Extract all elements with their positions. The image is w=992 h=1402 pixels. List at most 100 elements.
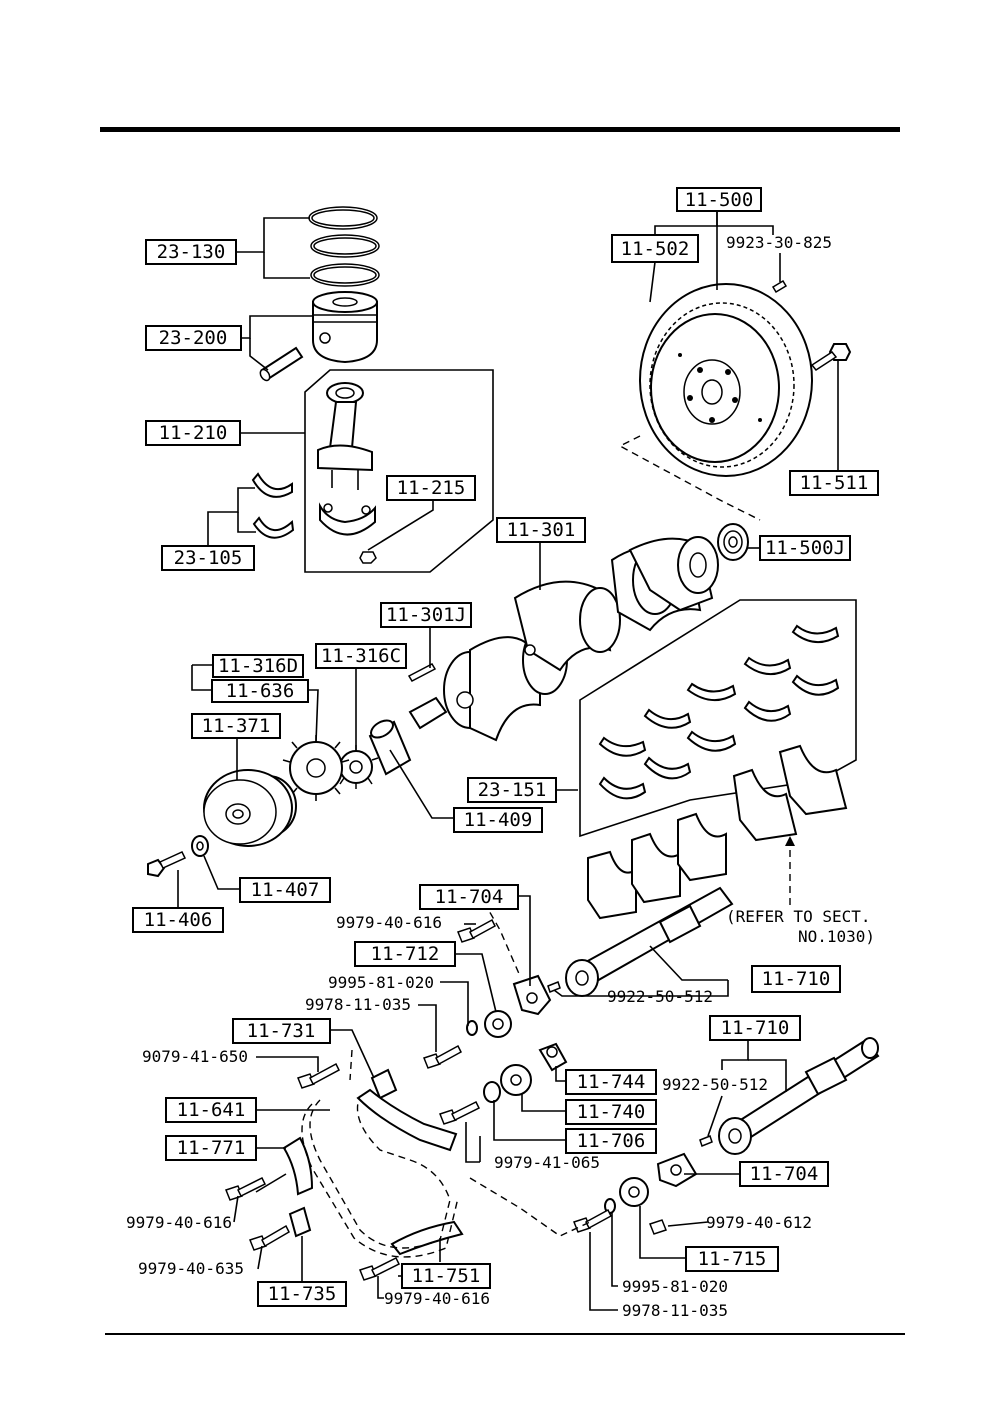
label-11-710a: 11-710 xyxy=(751,965,841,993)
label-11-210: 11-210 xyxy=(145,420,241,446)
svg-text:11-500J: 11-500J xyxy=(765,537,845,559)
label-11-641: 11-641 xyxy=(165,1097,257,1123)
pn-9979-40-616-b: 9979-40-616 xyxy=(126,1213,232,1232)
label-11-500J: 11-500J xyxy=(759,535,851,561)
conrod-bearings xyxy=(251,472,295,539)
piston-rings xyxy=(308,206,380,287)
pilot-bearing xyxy=(717,523,749,561)
crank-key xyxy=(407,663,437,682)
svg-text:11-316D: 11-316D xyxy=(218,655,298,677)
crankshaft xyxy=(408,536,719,742)
balance-shaft-lower xyxy=(718,1037,880,1155)
label-11-751: 11-751 xyxy=(401,1263,491,1289)
label-11-301J: 11-301J xyxy=(380,602,472,628)
label-11-731: 11-731 xyxy=(232,1018,331,1044)
svg-text:11-712: 11-712 xyxy=(371,943,440,965)
pn-9923-30-825: 9923-30-825 xyxy=(726,233,832,252)
label-11-316D: 11-316D xyxy=(212,654,304,678)
pn-9922-50-512-b: 9922-50-512 xyxy=(662,1075,768,1094)
flywheel xyxy=(639,283,813,477)
crank-sprocket-spacer xyxy=(368,719,412,776)
svg-text:11-715: 11-715 xyxy=(698,1248,767,1270)
label-11-715: 11-715 xyxy=(685,1246,779,1272)
svg-text:11-215: 11-215 xyxy=(397,477,466,499)
svg-text:11-710: 11-710 xyxy=(762,968,831,990)
svg-text:11-641: 11-641 xyxy=(177,1099,246,1121)
pn-9979-40-616-a: 9979-40-616 xyxy=(336,913,442,932)
svg-text:11-731: 11-731 xyxy=(247,1020,316,1042)
pulley-washer xyxy=(191,835,209,857)
svg-text:11-511: 11-511 xyxy=(800,472,869,494)
svg-text:23-151: 23-151 xyxy=(478,779,547,801)
label-11-316C: 11-316C xyxy=(315,643,407,669)
label-23-200: 23-200 xyxy=(145,325,242,351)
svg-text:11-710: 11-710 xyxy=(721,1017,790,1039)
label-23-130: 23-130 xyxy=(145,239,237,265)
label-11-215: 11-215 xyxy=(386,475,476,501)
balance-pins xyxy=(547,981,713,1147)
label-11-371: 11-371 xyxy=(191,713,281,739)
svg-text:11-301: 11-301 xyxy=(507,519,576,541)
label-11-704b: 11-704 xyxy=(739,1161,829,1187)
refer-note-line1: (REFER TO SECT. xyxy=(726,907,871,926)
flywheel-dowel xyxy=(771,279,788,294)
label-11-409: 11-409 xyxy=(453,807,543,833)
crank-sprocket-large xyxy=(282,735,350,801)
label-11-502: 11-502 xyxy=(611,234,699,263)
label-11-301: 11-301 xyxy=(496,517,586,543)
bottom-rule xyxy=(105,1333,905,1335)
svg-text:11-301J: 11-301J xyxy=(386,604,466,626)
balance-plates xyxy=(512,974,698,1188)
pulley-bolt xyxy=(147,851,187,878)
conrod-cap xyxy=(319,502,376,536)
label-11-735: 11-735 xyxy=(257,1281,347,1307)
svg-text:11-740: 11-740 xyxy=(577,1101,646,1123)
label-11-704a: 11-704 xyxy=(419,884,519,910)
label-11-740: 11-740 xyxy=(565,1099,657,1125)
pn-9978-11-035-b: 9978-11-035 xyxy=(622,1301,728,1320)
pn-9995-81-020-b: 9995-81-020 xyxy=(622,1277,728,1296)
conrod-nut xyxy=(359,551,377,564)
label-23-151: 23-151 xyxy=(467,777,557,803)
top-rule xyxy=(100,127,900,132)
dash-704 xyxy=(483,901,521,977)
label-11-712: 11-712 xyxy=(354,941,456,967)
svg-text:11-407: 11-407 xyxy=(251,879,320,901)
flywheel-bolt xyxy=(810,343,852,371)
balance-shaft-upper xyxy=(565,886,734,997)
svg-text:23-130: 23-130 xyxy=(157,241,226,263)
pn-9979-40-635: 9979-40-635 xyxy=(138,1259,244,1278)
label-11-500: 11-500 xyxy=(676,187,762,212)
leader-lines xyxy=(177,211,839,1311)
svg-text:11-704: 11-704 xyxy=(750,1163,819,1185)
svg-text:11-704: 11-704 xyxy=(435,886,504,908)
piston-pin xyxy=(259,346,304,382)
refer-arrow xyxy=(785,836,795,846)
crank-pulley xyxy=(203,769,297,847)
label-11-744: 11-744 xyxy=(565,1069,657,1095)
main-bearings xyxy=(598,624,840,800)
pn-9995-81-020-a: 9995-81-020 xyxy=(328,973,434,992)
dash-731 xyxy=(349,1049,353,1081)
svg-text:11-751: 11-751 xyxy=(412,1265,481,1287)
label-11-406: 11-406 xyxy=(132,907,224,933)
svg-text:11-406: 11-406 xyxy=(144,909,213,931)
svg-text:11-735: 11-735 xyxy=(268,1283,337,1305)
svg-text:23-105: 23-105 xyxy=(174,547,243,569)
label-11-706: 11-706 xyxy=(565,1128,657,1154)
main-caps xyxy=(587,744,848,920)
svg-text:11-316C: 11-316C xyxy=(321,645,401,667)
pn-9979-41-065: 9979-41-065 xyxy=(494,1153,600,1172)
label-11-407: 11-407 xyxy=(239,877,331,903)
refer-note-line2: NO.1030) xyxy=(798,927,875,946)
label-11-710b: 11-710 xyxy=(709,1015,801,1041)
svg-text:11-771: 11-771 xyxy=(177,1137,246,1159)
label-11-511: 11-511 xyxy=(789,470,879,496)
svg-text:11-502: 11-502 xyxy=(621,238,690,260)
svg-text:11-706: 11-706 xyxy=(577,1130,646,1152)
balance-gears xyxy=(484,1010,649,1207)
svg-text:11-210: 11-210 xyxy=(159,422,228,444)
idler-pulley-744 xyxy=(538,1042,568,1072)
label-23-105: 23-105 xyxy=(161,545,255,571)
